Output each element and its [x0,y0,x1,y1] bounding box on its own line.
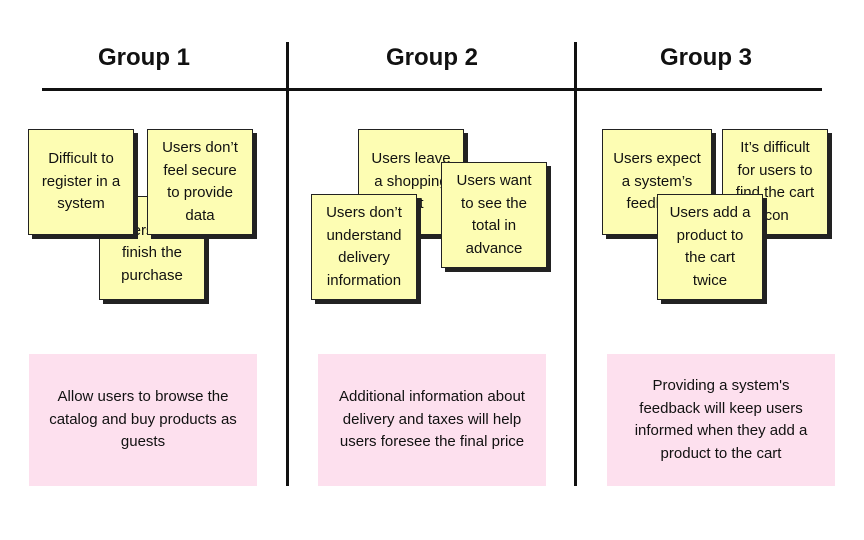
column-divider-1 [286,42,289,486]
group-1-title: Group 1 [97,44,190,71]
sticky-note[interactable]: Users don’t understand delivery informat… [311,194,417,300]
insight-text: Providing a system's feedback will keep … [634,377,808,462]
header-divider [42,88,822,91]
sticky-note[interactable]: Users add a product to the cart twice [657,194,763,300]
sticky-note-text: Users don’t feel secure to provide data [162,139,238,224]
sticky-note[interactable]: Users don’t feel secure to provide data [147,129,253,235]
insight-text: Allow users to browse the catalog and bu… [49,388,237,451]
group-1-insight: Allow users to browse the catalog and bu… [29,354,257,486]
group-3-title: Group 3 [659,44,752,71]
sticky-note-text: Users want to see the total in advance [456,172,532,257]
sticky-note-text: Difficult to register in a system [41,150,121,213]
insight-text: Additional information about delivery an… [339,388,525,451]
group-3-insight: Providing a system's feedback will keep … [607,354,835,486]
group-2-title: Group 2 [385,44,478,71]
group-2-insight: Additional information about delivery an… [318,354,546,486]
sticky-note-text: Users add a product to the cart twice [669,204,751,289]
sticky-note[interactable]: Difficult to register in a system [28,129,134,235]
column-divider-2 [574,42,577,486]
sticky-note-text: Users don’t understand delivery informat… [326,204,402,289]
sticky-note[interactable]: Users want to see the total in advance [441,162,547,268]
